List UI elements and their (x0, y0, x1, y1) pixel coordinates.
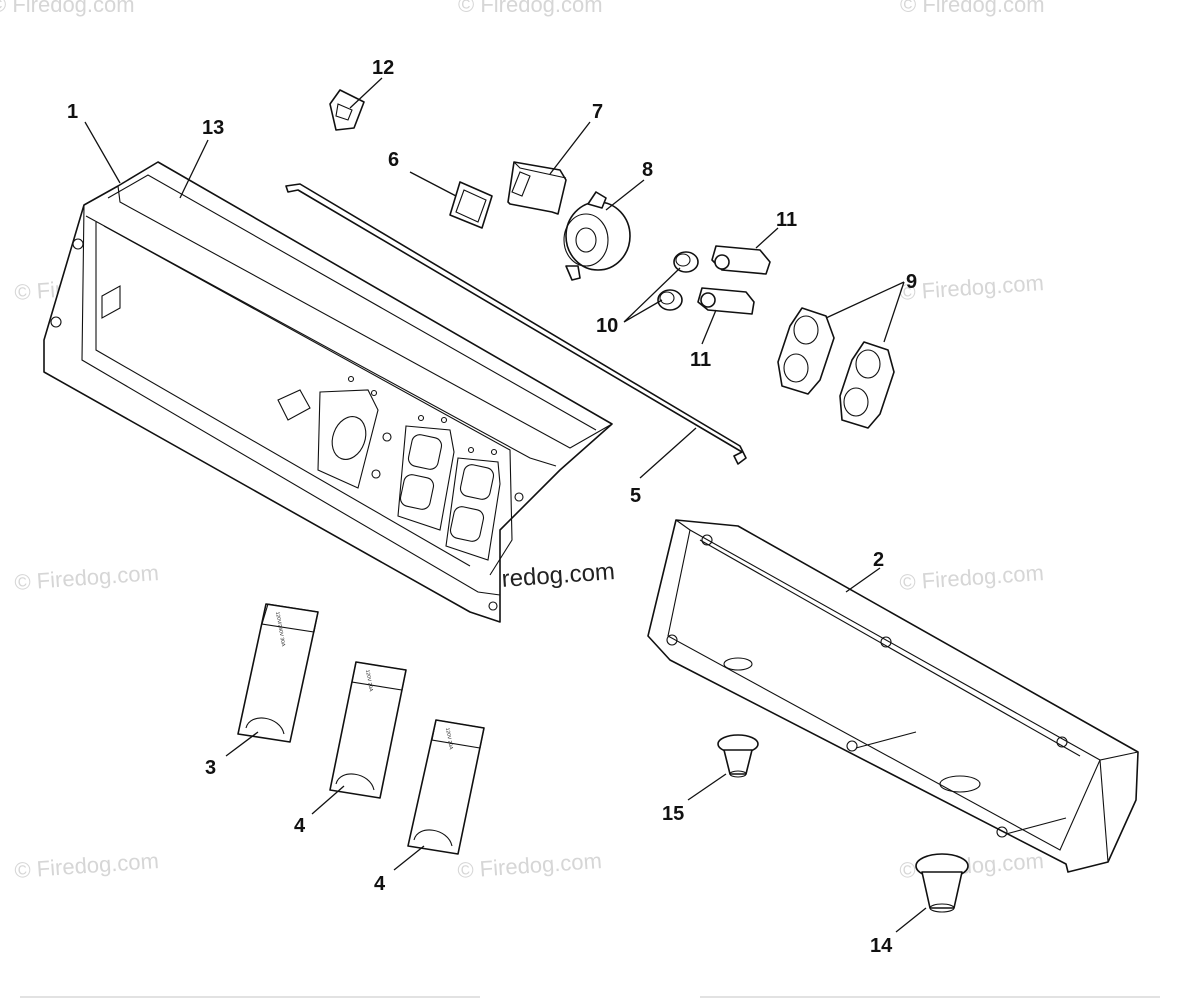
switch-part (507, 161, 567, 215)
duplex-receptacles-part (777, 307, 895, 429)
tray-housing-part (647, 519, 1139, 873)
callout-15: 15 (662, 803, 684, 825)
watermark-right-2: © Firedog.com (899, 560, 1045, 595)
callout-7: 7 (592, 101, 603, 123)
button-caps-part (657, 251, 699, 311)
circuit-breakers-part (697, 245, 771, 315)
callout-12: 12 (372, 57, 394, 79)
callout-4b: 4 (374, 873, 386, 895)
callout-11a: 11 (776, 209, 797, 231)
rocker-switch-part (329, 89, 365, 131)
callout-5: 5 (630, 485, 641, 507)
watermark-left-2: © Firedog.com (14, 560, 160, 595)
cover-label-4a: 120V 20A (364, 669, 374, 692)
callout-9: 9 (906, 271, 917, 293)
watermark-top-center: © Firedog.com (458, 0, 603, 17)
callout-3: 3 (205, 757, 216, 779)
watermark-center-3: © Firedog.com (457, 848, 603, 883)
callout-2: 2 (873, 549, 884, 571)
receptacle-covers-part: 120V/240V 30A 120V 20A 120V 20A (237, 603, 485, 855)
callout-4a: 4 (294, 815, 306, 837)
callout-6: 6 (388, 149, 399, 171)
watermark-right-1: © Firedog.com (899, 270, 1045, 305)
grommets-part (717, 734, 969, 913)
callout-13: 13 (202, 117, 224, 139)
watermark-left-3: © Firedog.com (14, 848, 160, 883)
switch-plate-part (449, 181, 493, 229)
watermark-top-left: © Firedog.com (0, 0, 135, 17)
leader-lines (84, 77, 927, 933)
cover-label-4b: 120V 20A (444, 727, 454, 750)
callout-1: 1 (67, 101, 78, 123)
rod-part (285, 183, 747, 465)
twistlock-receptacle-part (563, 191, 631, 281)
callout-14: 14 (870, 935, 893, 957)
callout-11b: 11 (690, 349, 711, 371)
callout-8: 8 (642, 159, 653, 181)
watermark-top-right: © Firedog.com (900, 0, 1045, 17)
control-panel-part (43, 161, 613, 623)
callout-numbers: 1 2 3 4 4 5 6 7 8 9 10 11 11 12 13 14 15 (67, 57, 917, 957)
callout-10: 10 (596, 315, 618, 337)
